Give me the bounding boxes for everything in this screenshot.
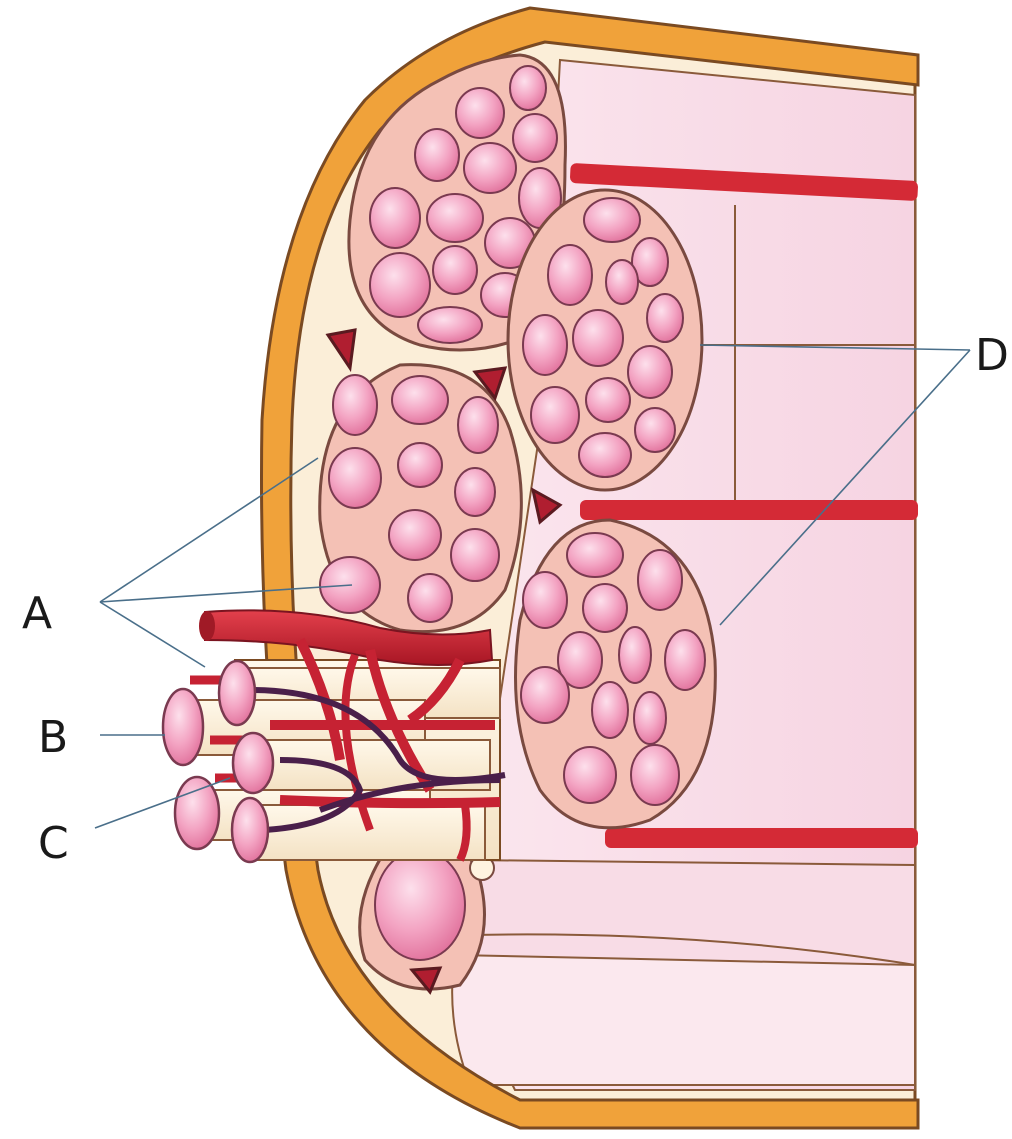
fascicle-tube-side (452, 955, 915, 1085)
fascicle-right-lower (516, 520, 716, 828)
label-a: A (22, 588, 52, 639)
label-b: B (38, 712, 68, 763)
longitudinal-vessel (605, 828, 918, 848)
fascicle-right-upper (508, 190, 702, 490)
label-c: C (38, 818, 69, 869)
longitudinal-vessel (580, 500, 918, 520)
fascicle-left-middle (320, 365, 522, 632)
label-d: D (975, 330, 1009, 381)
